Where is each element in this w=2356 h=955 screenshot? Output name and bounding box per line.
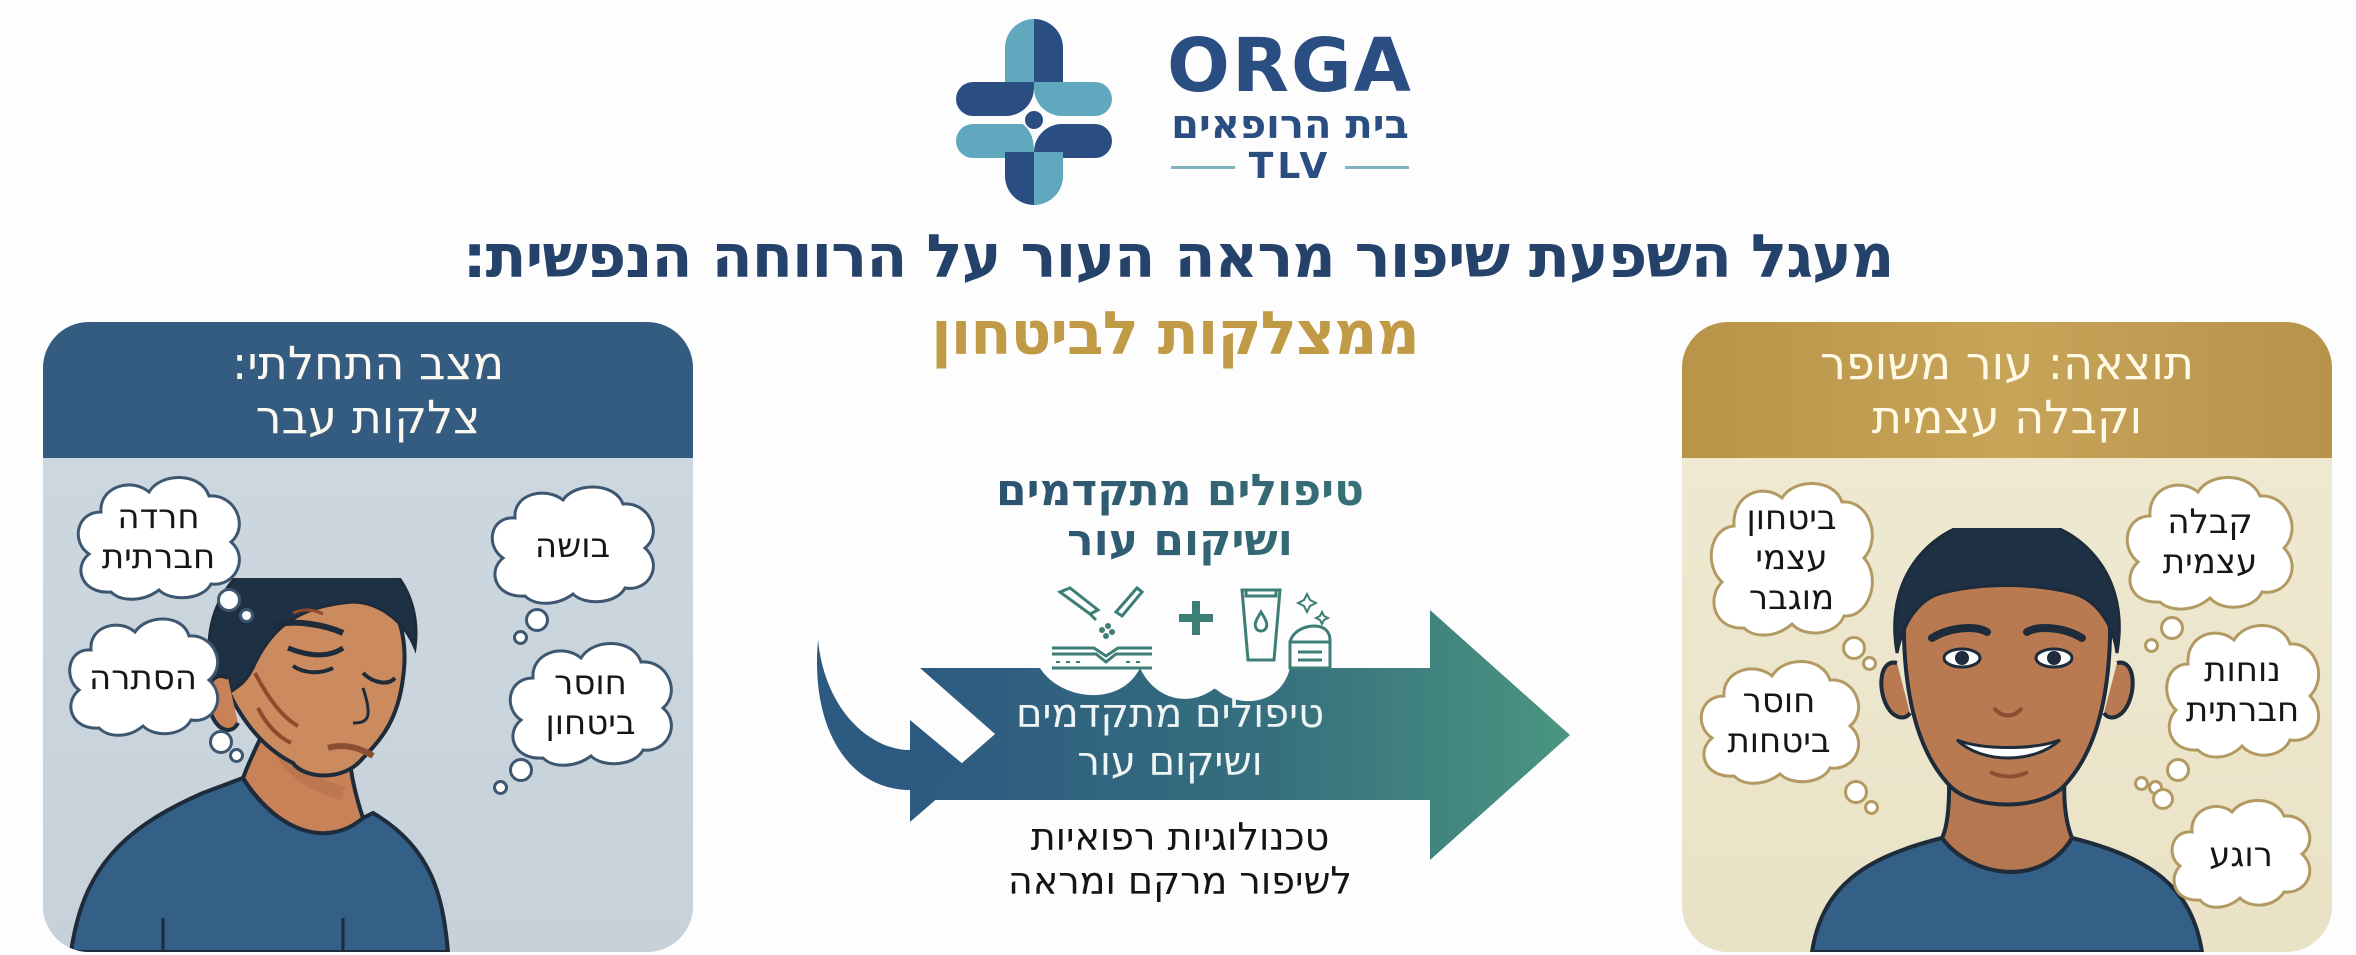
arrow-label-line1: טיפולים מתקדמים — [1015, 691, 1325, 737]
cloud-icon — [1709, 482, 1874, 637]
thought-bubble-shame: בושה — [485, 485, 660, 606]
thought-dot — [229, 748, 244, 763]
initial-state-header-line2: צלקות עבר — [255, 390, 481, 444]
bubble-line: נוחות — [2204, 650, 2281, 690]
thought-dot — [513, 630, 528, 645]
plus-icon — [1179, 601, 1213, 635]
medical-technologies-text: טכנולוגיות רפואיות לשיפור מרקם ומראה — [930, 815, 1430, 903]
bubble-line: רוגע — [2209, 835, 2273, 875]
bubble-line: ביטחון — [545, 703, 636, 743]
logo-city: TLV — [1248, 146, 1332, 187]
thought-dot — [1842, 636, 1866, 660]
laser-treatment-skin-icon — [1052, 585, 1152, 670]
bubble-line: חוסר — [1742, 681, 1816, 721]
initial-state-header: מצב התחלתי: צלקות עבר — [43, 322, 693, 458]
bubble-line: חרדה — [117, 497, 200, 537]
arrow-label-line2: ושיקום עור — [1077, 739, 1263, 785]
arrow-label: טיפולים מתקדמים ושיקום עור — [930, 690, 1410, 786]
bubble-line: חברתית — [101, 537, 216, 577]
bubble-line: בושה — [534, 526, 611, 566]
cloud-icon — [2165, 624, 2321, 759]
thought-dot — [2166, 758, 2190, 782]
page-subtitle: ממצלקות לביטחון — [931, 299, 1420, 369]
bubble-line: ביטחון — [1746, 498, 1837, 538]
cloud-icon — [1699, 660, 1861, 785]
thought-dot — [493, 780, 508, 795]
logo-city-row: TLV — [1140, 148, 1440, 186]
treatment-title: טיפולים מתקדמים ושיקום עור — [880, 466, 1480, 566]
bubble-line: ביטחות — [1727, 721, 1831, 761]
thought-dot — [2144, 638, 2159, 653]
bubble-line: עצמית — [2162, 542, 2258, 582]
thought-dot — [1844, 780, 1868, 804]
bubble-line: מוגבר — [1748, 578, 1835, 618]
tech-line1: טכנולוגיות רפואיות — [1030, 815, 1330, 859]
cream-tube-and-jar-icon — [1240, 588, 1332, 670]
thought-bubble-calm: רוגע — [2166, 799, 2316, 910]
bubble-line: חברתית — [2185, 690, 2300, 730]
bubble-line: חוסר — [554, 663, 627, 703]
thought-dot — [1864, 800, 1879, 815]
treatment-title-line1: טיפולים מתקדמים — [995, 465, 1364, 516]
cloud-icon — [2170, 799, 2312, 909]
bubble-line: הסתרה — [88, 658, 198, 698]
bubble-line: קבלה — [2167, 502, 2253, 542]
thought-dot — [525, 608, 549, 632]
treatment-title-line2: ושיקום עור — [1067, 515, 1293, 566]
result-header: תוצאה: עור משופר וקבלה עצמית — [1682, 322, 2332, 458]
sad-person-illustration — [68, 578, 451, 952]
treatment-icons — [1052, 585, 1332, 670]
thought-dot — [2160, 616, 2184, 640]
initial-state-header-line1: מצב התחלתי: — [231, 336, 505, 390]
cloud-icon — [508, 642, 673, 767]
result-header-line1: תוצאה: עור משופר — [1820, 336, 2194, 390]
initial-state-panel: מצב התחלתי: צלקות עבר — [43, 322, 693, 952]
logo-wordmark: ORGA בית הרופאים TLV — [1140, 28, 1440, 186]
logo-divider-left — [1170, 165, 1235, 169]
result-panel: תוצאה: עור משופר וקבלה עצמית — [1682, 322, 2332, 952]
cloud-icon — [490, 485, 655, 605]
logo-cross-icon — [943, 18, 1125, 206]
thought-dot — [1862, 656, 1877, 671]
cloud-icon — [2125, 476, 2294, 611]
thought-dot — [2134, 776, 2149, 791]
thought-dot — [209, 730, 233, 754]
thought-dot — [2152, 788, 2174, 810]
cloud-icon — [68, 617, 220, 737]
cloud-icon — [76, 476, 241, 601]
thought-dot — [509, 758, 533, 782]
thought-dot — [217, 588, 241, 612]
tech-line2: לשיפור מרקם ומראה — [1008, 859, 1352, 903]
thought-bubble-hiding: הסתרה — [63, 617, 223, 738]
process-arrow-icon — [816, 610, 1570, 860]
logo-divider-right — [1345, 165, 1410, 169]
result-header-line2: וקבלה עצמית — [1871, 390, 2143, 444]
bubble-line: עצמי — [1755, 538, 1828, 578]
smiling-person-illustration — [1809, 528, 2205, 952]
thought-dot — [239, 608, 254, 623]
logo-name: ORGA — [1167, 23, 1413, 109]
page-title: מעגל השפעת שיפור מראה העור על הרווחה הנפ… — [462, 222, 1895, 292]
logo-hebrew-name: בית הרופאים — [1171, 102, 1409, 148]
